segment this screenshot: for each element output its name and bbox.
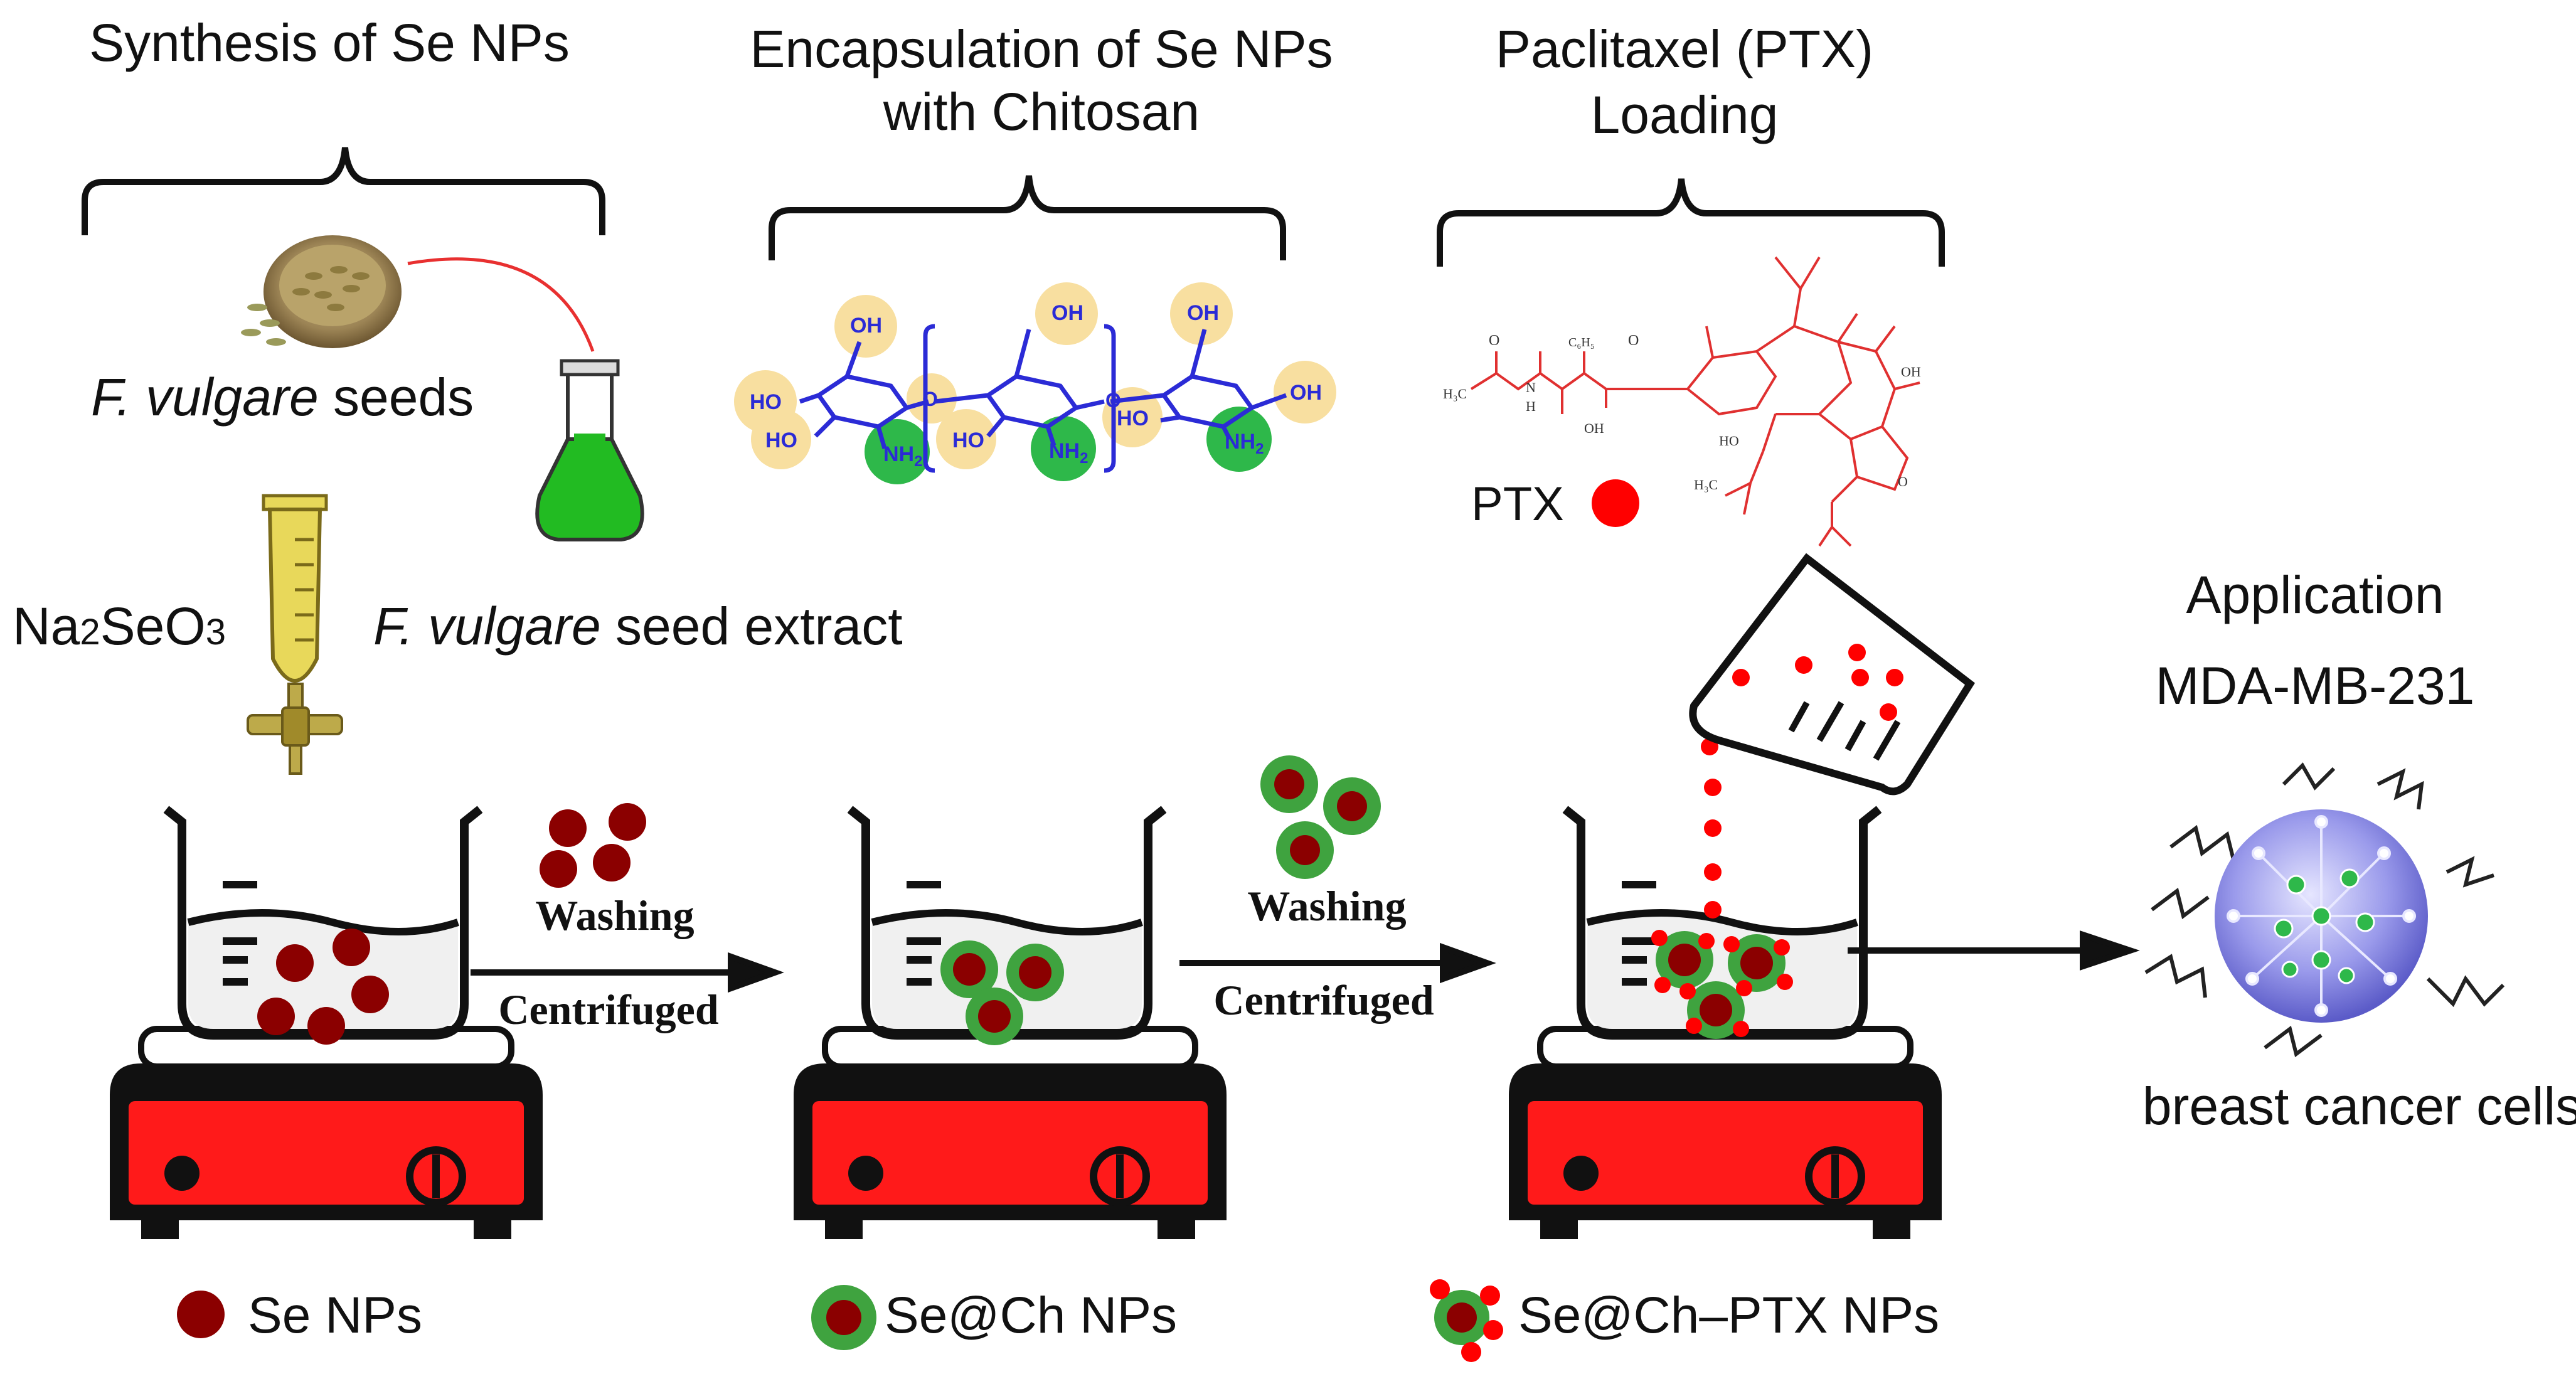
- nh-text: NH: [883, 442, 915, 466]
- nh2-sub: 2: [1255, 440, 1264, 457]
- chitosan-structure: [734, 282, 1336, 484]
- salt-na: Na: [13, 597, 80, 656]
- chitosan-oh-4: OH: [1290, 381, 1322, 405]
- chitosan-nh2-3: NH2: [1225, 430, 1264, 458]
- hotplate-2: [794, 1026, 1227, 1239]
- extract-flask-icon: [535, 359, 644, 541]
- chitosan-ho-1: HO: [750, 390, 782, 414]
- step-centrifuged-2: Centrifuged: [1213, 976, 1434, 1024]
- ptx-h3c-2: H₃C: [1694, 477, 1718, 493]
- sechptx-particles: [1656, 931, 1786, 1039]
- loading-brace: [1437, 178, 1945, 267]
- salt-sub-2: 2: [80, 612, 100, 652]
- salt-sub-3: 3: [205, 612, 226, 652]
- seeds-label: F. vulgare seeds: [91, 367, 474, 428]
- step-washing-1: Washing: [535, 892, 695, 939]
- legend-sech-icon: [811, 1285, 876, 1350]
- nh2-sub: 2: [1080, 449, 1088, 467]
- nh-text: NH: [1049, 439, 1080, 463]
- ptx-ho: HO: [1719, 433, 1739, 449]
- nh-text: NH: [1225, 430, 1256, 454]
- chitosan-oh-2: OH: [1051, 301, 1083, 325]
- title-loading-line1: Paclitaxel (PTX): [1495, 19, 1874, 78]
- seed-to-flask-line: [407, 257, 595, 352]
- salt-seo: SeO: [100, 597, 206, 656]
- process-arrows: [471, 930, 2140, 993]
- ptx-oh-2: OH: [1901, 364, 1921, 380]
- chitosan-nh2-1: NH2: [883, 442, 922, 471]
- title-encapsulation-line2: with Chitosan: [883, 82, 1200, 141]
- washed-sech-particles: [1260, 755, 1381, 879]
- ptx-c6h5: C₆H₅: [1568, 336, 1595, 349]
- ptx-legend-label: PTX: [1471, 477, 1564, 531]
- washed-se-particles: [540, 803, 646, 888]
- extract-label: F. vulgare seed extract: [373, 596, 903, 657]
- cell-type-label: breast cancer cells: [2142, 1077, 2576, 1136]
- chitosan-o-2: O: [1105, 389, 1121, 412]
- dropping-funnel-icon: [247, 494, 343, 775]
- cancer-cell-icon: [2144, 762, 2505, 1058]
- title-application: Application: [2186, 565, 2444, 624]
- ptx-drops: [1701, 738, 1722, 919]
- chitosan-nh2-2: NH2: [1049, 439, 1088, 467]
- beaker-3: [1562, 738, 1882, 1040]
- title-synthesis: Synthesis of Se NPs: [89, 13, 570, 72]
- legend-sechptx-icon: [1430, 1279, 1503, 1362]
- measuring-cup-icon: [1689, 553, 1975, 796]
- title-encapsulation-line1: Encapsulation of Se NPs: [750, 19, 1333, 78]
- encapsulation-brace: [769, 175, 1286, 260]
- ptx-legend-dot: [1592, 479, 1639, 527]
- seeds-species: F. vulgare: [91, 368, 319, 427]
- beaker-2: [847, 806, 1167, 1045]
- chitosan-oh-1: OH: [850, 314, 882, 338]
- beaker-1: [163, 806, 483, 1045]
- step-centrifuged-1: Centrifuged: [498, 986, 719, 1033]
- synthesis-brace: [82, 147, 605, 235]
- se-particles: [257, 929, 389, 1045]
- legend-sech-label: Se@Ch NPs: [885, 1287, 1178, 1344]
- ptx-n: N: [1526, 380, 1536, 395]
- paclitaxel-structure: [1470, 256, 1920, 547]
- legend-sechptx-label: Se@Ch–PTX NPs: [1518, 1287, 1940, 1344]
- ptx-h: H: [1526, 398, 1536, 414]
- ptx-o-1: O: [1489, 333, 1500, 349]
- seeds-word: seeds: [318, 368, 474, 427]
- chitosan-ho-2: HO: [765, 429, 797, 452]
- step-washing-2: Washing: [1247, 882, 1407, 930]
- fennel-seeds-bowl-icon: [241, 235, 402, 348]
- cell-line-name: MDA-MB-231: [2155, 656, 2475, 715]
- chitosan-ho-4: HO: [1117, 407, 1149, 430]
- extract-species: F. vulgare: [373, 597, 601, 656]
- ptx-h3c-1: H₃C: [1443, 386, 1467, 402]
- chitosan-oh-3: OH: [1187, 301, 1219, 325]
- legend-se-icon: [177, 1291, 225, 1338]
- hotplate-1: [110, 1026, 543, 1239]
- sodium-selenite-label: Na2SeO3: [13, 596, 226, 657]
- extract-words: seed extract: [600, 597, 903, 656]
- title-loading-line2: Loading: [1590, 85, 1779, 144]
- ptx-o-2: O: [1628, 333, 1639, 349]
- chitosan-ho-3: HO: [952, 429, 984, 452]
- legend-se-label: Se NPs: [248, 1287, 422, 1344]
- nh2-sub: 2: [914, 452, 923, 470]
- chitosan-o-1: O: [922, 388, 938, 410]
- sech-particles: [940, 940, 1064, 1045]
- ptx-oh-1: OH: [1584, 420, 1604, 436]
- ptx-o-3: O: [1898, 474, 1908, 489]
- hotplate-3: [1509, 1026, 1942, 1239]
